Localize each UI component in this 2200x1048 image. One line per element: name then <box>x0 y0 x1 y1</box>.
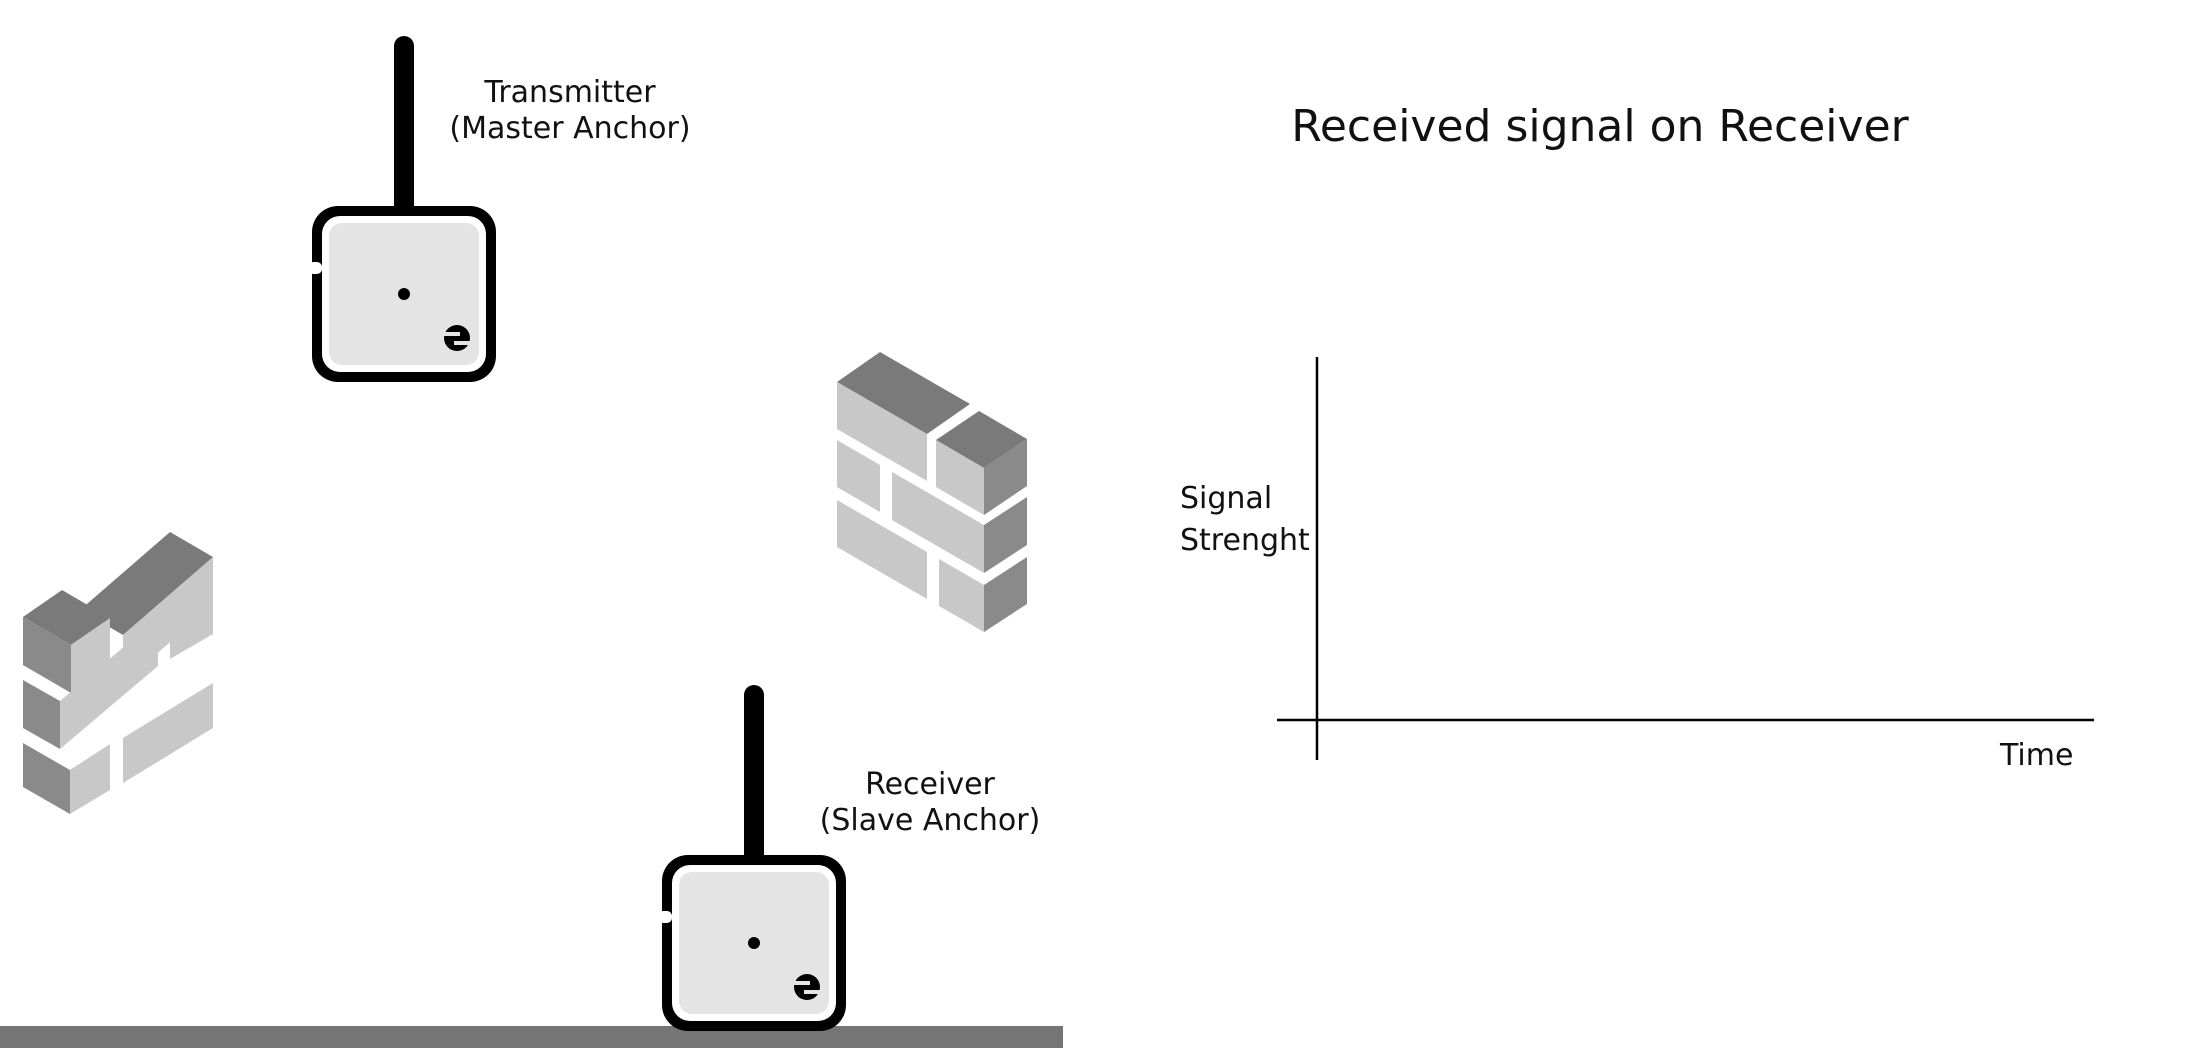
receiver-label-line1: Receiver <box>865 767 995 802</box>
transmitter-label-line2: (Master Anchor) <box>449 111 691 146</box>
x-axis-label: Time <box>2000 738 2074 773</box>
brick-wall-icon <box>23 532 213 814</box>
y-axis-label: Signal Strenght <box>1180 478 1310 562</box>
transmitter-label-line1: Transmitter <box>484 75 656 110</box>
receiver-label: Receiver (Slave Anchor) <box>780 767 1080 839</box>
brick-wall-icon <box>837 352 1027 632</box>
transmitter-label: Transmitter (Master Anchor) <box>400 75 740 147</box>
y-axis-label-line2: Strenght <box>1180 523 1310 558</box>
floor-bar <box>0 1026 1063 1048</box>
chart-title: Received signal on Receiver <box>1291 101 1909 152</box>
receiver-label-line2: (Slave Anchor) <box>819 803 1041 838</box>
receiver-device-icon <box>658 685 846 1031</box>
y-axis-label-line1: Signal <box>1180 481 1273 516</box>
